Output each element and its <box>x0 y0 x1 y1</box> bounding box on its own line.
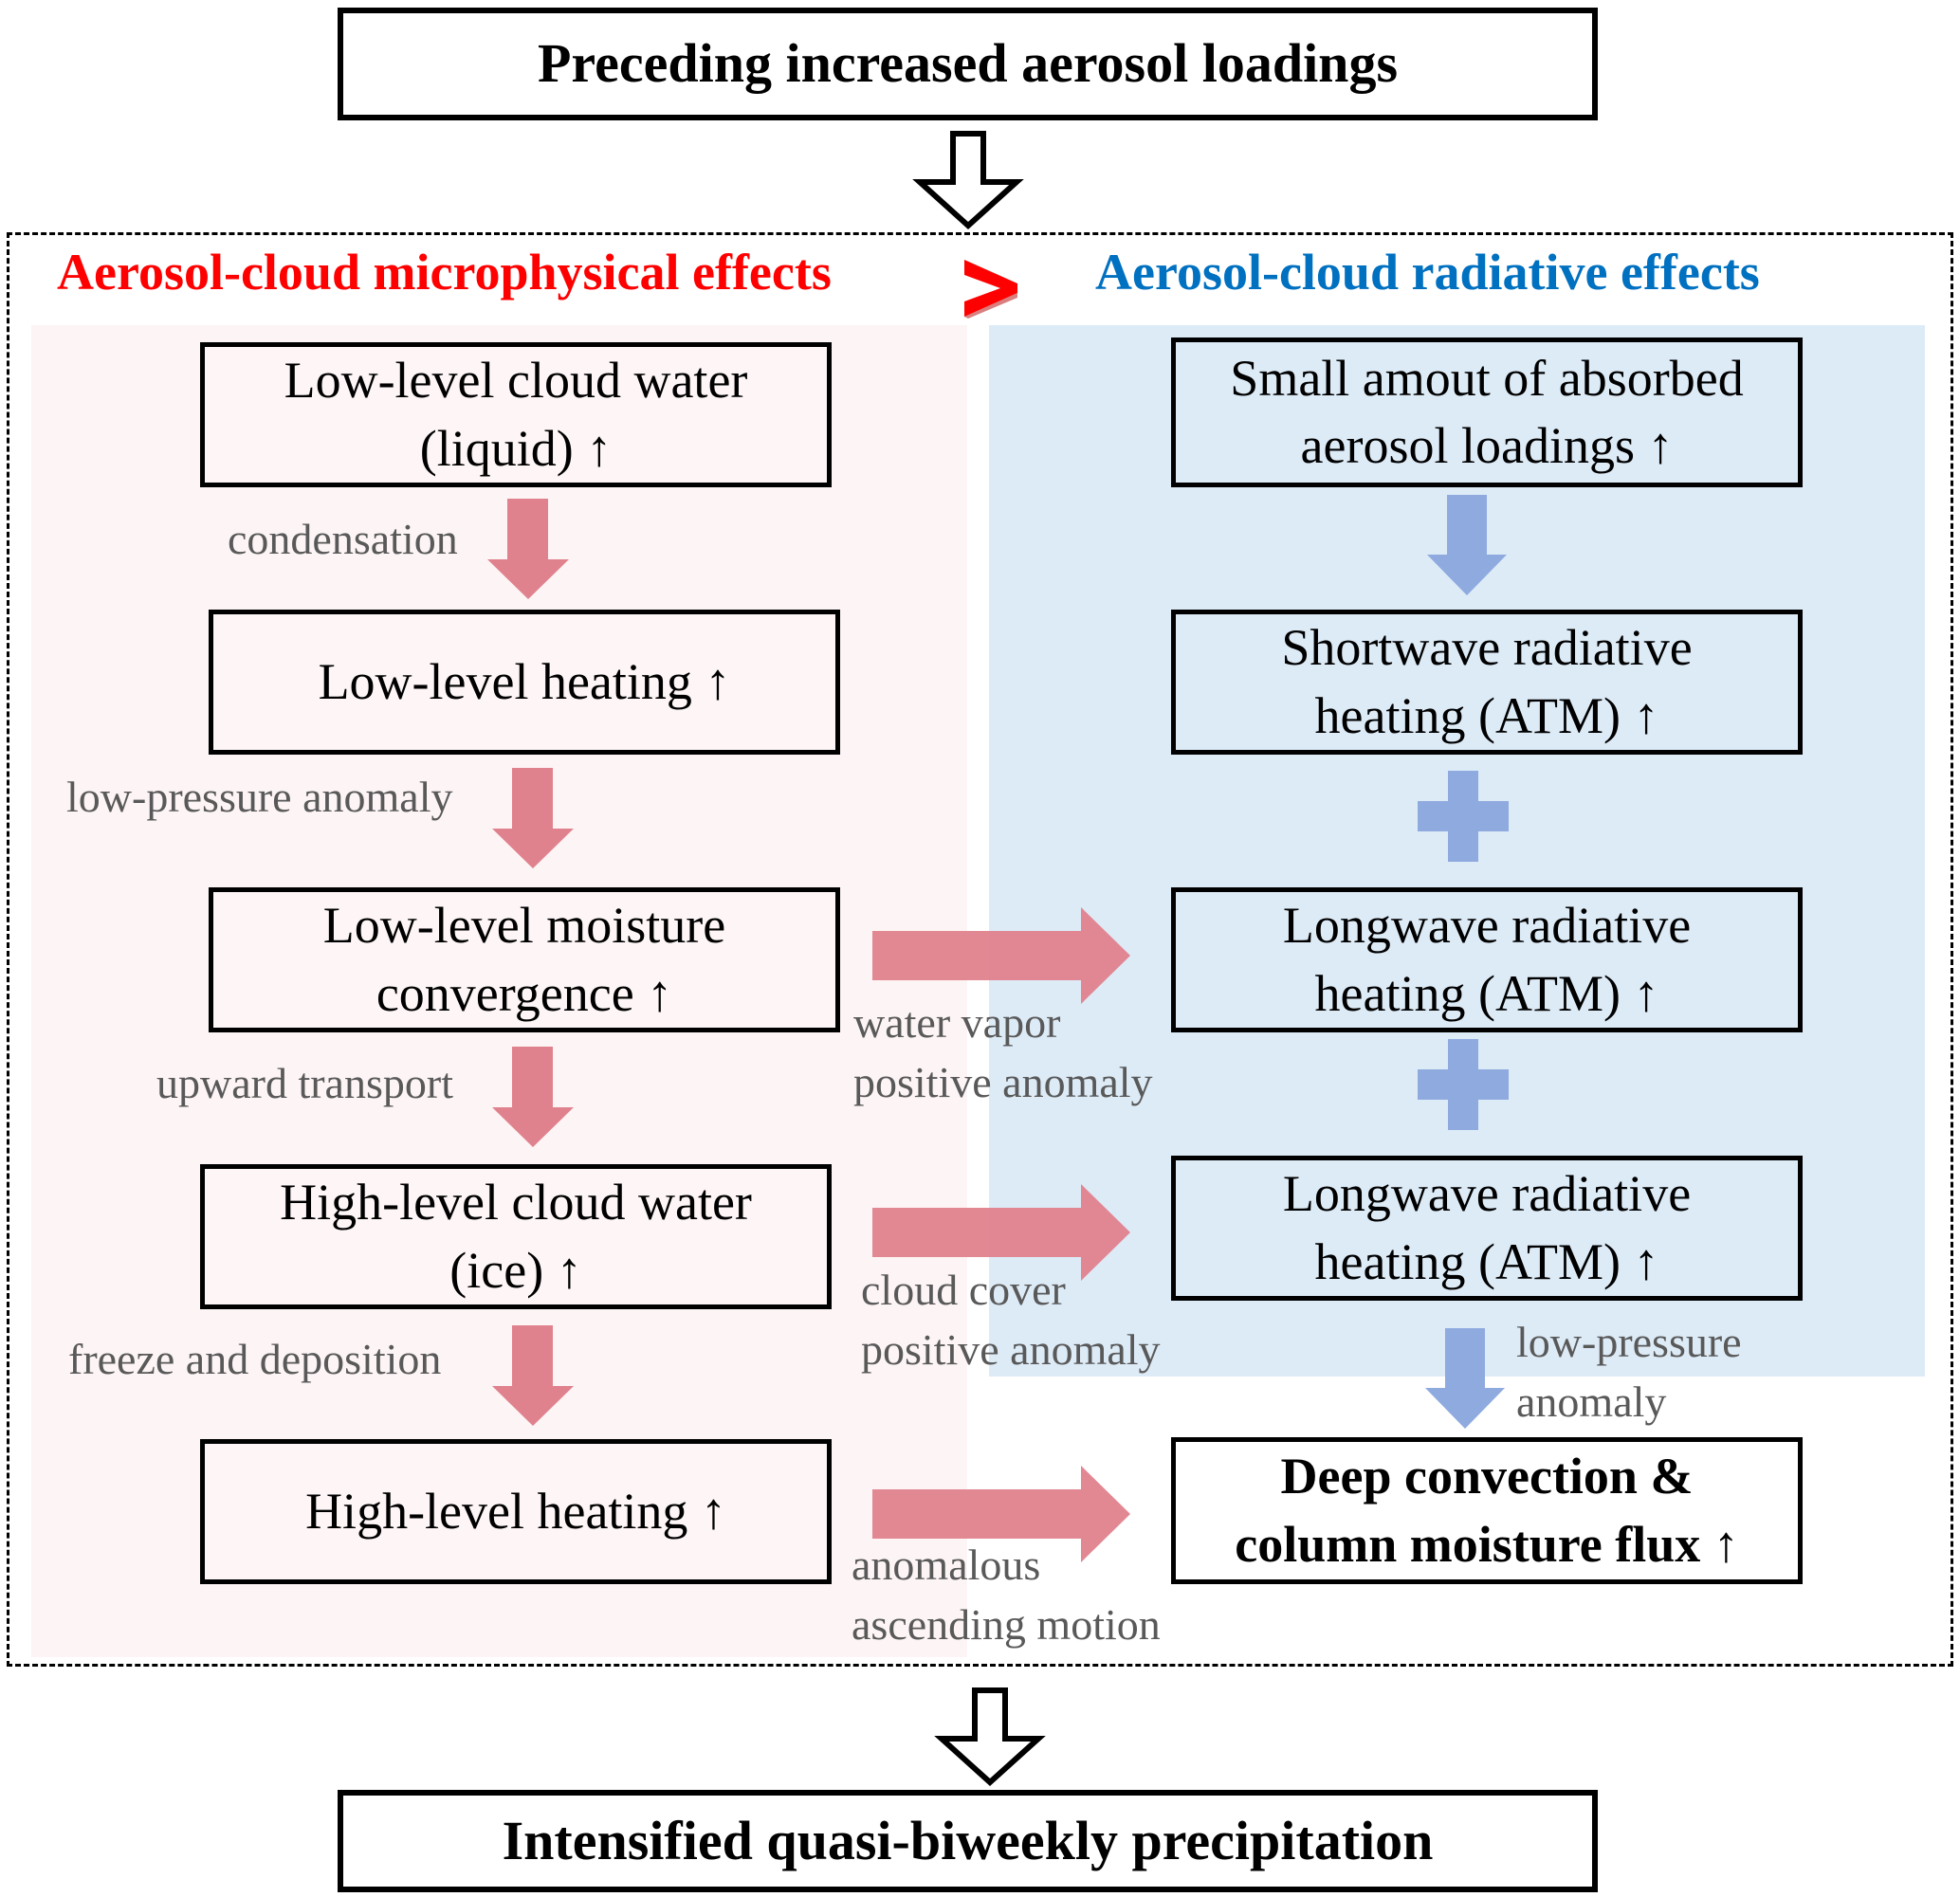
box-line: Small amout of absorbed <box>1230 349 1744 407</box>
box-line: (liquid) ↑ <box>419 419 613 477</box>
microphysical-header: Aerosol-cloud microphysical effects <box>57 244 832 301</box>
box-line: High-level cloud water <box>280 1174 752 1231</box>
absorbed-aerosol-box: Small amout of absorbed aerosol loadings… <box>1171 337 1803 487</box>
box-line: Longwave radiative <box>1282 897 1692 955</box>
low-level-cloud-water-box: Low-level cloud water (liquid) ↑ <box>200 342 832 487</box>
box-line: Low-level moisture <box>322 897 726 955</box>
label-line: positive anomaly <box>853 1057 1153 1106</box>
pink-down-arrow-icon <box>487 499 569 599</box>
box-line: (ice) ↑ <box>449 1241 582 1299</box>
low-level-moisture-convergence-box: Low-level moisture convergence ↑ <box>209 887 840 1032</box>
box-line: High-level heating ↑ <box>305 1482 726 1540</box>
shortwave-heating-box: Shortwave radiative heating (ATM) ↑ <box>1171 610 1803 755</box>
plus-icon <box>1418 1039 1509 1130</box>
box-line: convergence ↑ <box>376 964 673 1022</box>
effects-frame <box>7 232 1953 1667</box>
top-title: Preceding increased aerosol loadings <box>537 32 1399 95</box>
top-title-box: Preceding increased aerosol loadings <box>338 8 1598 120</box>
plus-icon <box>1418 771 1509 862</box>
bottom-title: Intensified quasi-biweekly precipitation <box>502 1809 1434 1871</box>
box-line: Longwave radiative <box>1282 1165 1692 1223</box>
hollow-down-arrow-icon <box>912 131 1024 230</box>
freeze-and-deposition-label: freeze and deposition <box>68 1335 442 1383</box>
condensation-label: condensation <box>228 515 458 563</box>
box-line: Low-level heating ↑ <box>318 652 731 710</box>
hollow-down-arrow-icon <box>934 1687 1046 1787</box>
low-level-heating-box: Low-level heating ↑ <box>209 610 840 755</box>
bottom-title-box: Intensified quasi-biweekly precipitation <box>338 1790 1598 1892</box>
label-line: ascending motion <box>852 1599 1161 1649</box>
box-line: heating (ATM) ↑ <box>1314 964 1659 1022</box>
longwave-heating-box-2: Longwave radiative heating (ATM) ↑ <box>1171 1156 1803 1301</box>
label-line: anomalous <box>852 1541 1041 1589</box>
deep-convection-box: Deep convection & column moisture flux ↑ <box>1171 1437 1803 1584</box>
box-line: aerosol loadings ↑ <box>1300 417 1674 474</box>
low-pressure-anomaly-right-label: low-pressure anomaly <box>1516 1313 1742 1432</box>
pink-down-arrow-icon <box>492 1047 574 1147</box>
box-line: Shortwave radiative <box>1281 619 1693 677</box>
ascending-motion-label: anomalous ascending motion <box>852 1536 1161 1654</box>
pink-down-arrow-icon <box>492 1325 574 1426</box>
pink-right-arrow-icon <box>872 1466 1130 1562</box>
blue-down-arrow-icon <box>1425 1328 1505 1429</box>
blue-down-arrow-icon <box>1427 495 1507 595</box>
label-line: cloud cover <box>861 1266 1066 1314</box>
box-line: Low-level cloud water <box>284 352 748 410</box>
box-line: heating (ATM) ↑ <box>1314 1232 1659 1290</box>
pink-down-arrow-icon <box>492 768 574 868</box>
pink-right-arrow-icon <box>872 1184 1130 1281</box>
label-line: water vapor <box>853 998 1061 1047</box>
box-line: heating (ATM) ↑ <box>1314 686 1659 744</box>
longwave-heating-box-1: Longwave radiative heating (ATM) ↑ <box>1171 887 1803 1032</box>
greater-than-icon <box>964 260 1017 319</box>
box-line: Deep convection & <box>1280 1448 1694 1505</box>
radiative-header: Aerosol-cloud radiative effects <box>1095 244 1760 301</box>
label-line: anomaly <box>1516 1377 1667 1426</box>
label-line: positive anomaly <box>861 1324 1161 1374</box>
box-line: column moisture flux ↑ <box>1235 1515 1739 1573</box>
water-vapor-label: water vapor positive anomaly <box>853 994 1153 1112</box>
high-level-heating-box: High-level heating ↑ <box>200 1439 832 1584</box>
high-level-cloud-water-box: High-level cloud water (ice) ↑ <box>200 1164 832 1309</box>
low-pressure-anomaly-label: low-pressure anomaly <box>66 773 453 821</box>
cloud-cover-label: cloud cover positive anomaly <box>861 1261 1161 1379</box>
label-line: low-pressure <box>1516 1318 1742 1366</box>
pink-right-arrow-icon <box>872 907 1130 1004</box>
upward-transport-label: upward transport <box>156 1059 453 1107</box>
